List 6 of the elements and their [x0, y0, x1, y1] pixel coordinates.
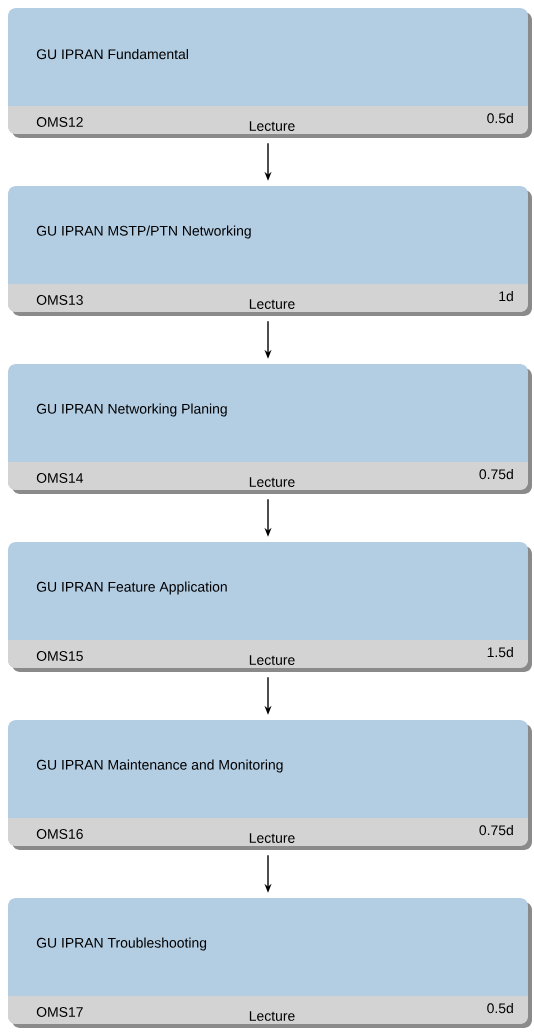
course-card: GU IPRAN Feature Application OMS15 Lecture 1.5d [8, 542, 532, 672]
course-card: GU IPRAN Fundamental OMS12 Lecture 0.5d [8, 8, 532, 138]
course-card: GU IPRAN Networking Planing OMS14 Lecture 0.75d [8, 364, 532, 494]
course-card: GU IPRAN MSTP/PTN Networking OMS13 Lecture 1d [8, 186, 532, 316]
course-card: GU IPRAN Troubleshooting OMS17 Lecture 0.5d [8, 898, 532, 1028]
course-card: GU IPRAN Maintenance and Monitoring OMS16 Lecture 0.75d [8, 720, 532, 850]
